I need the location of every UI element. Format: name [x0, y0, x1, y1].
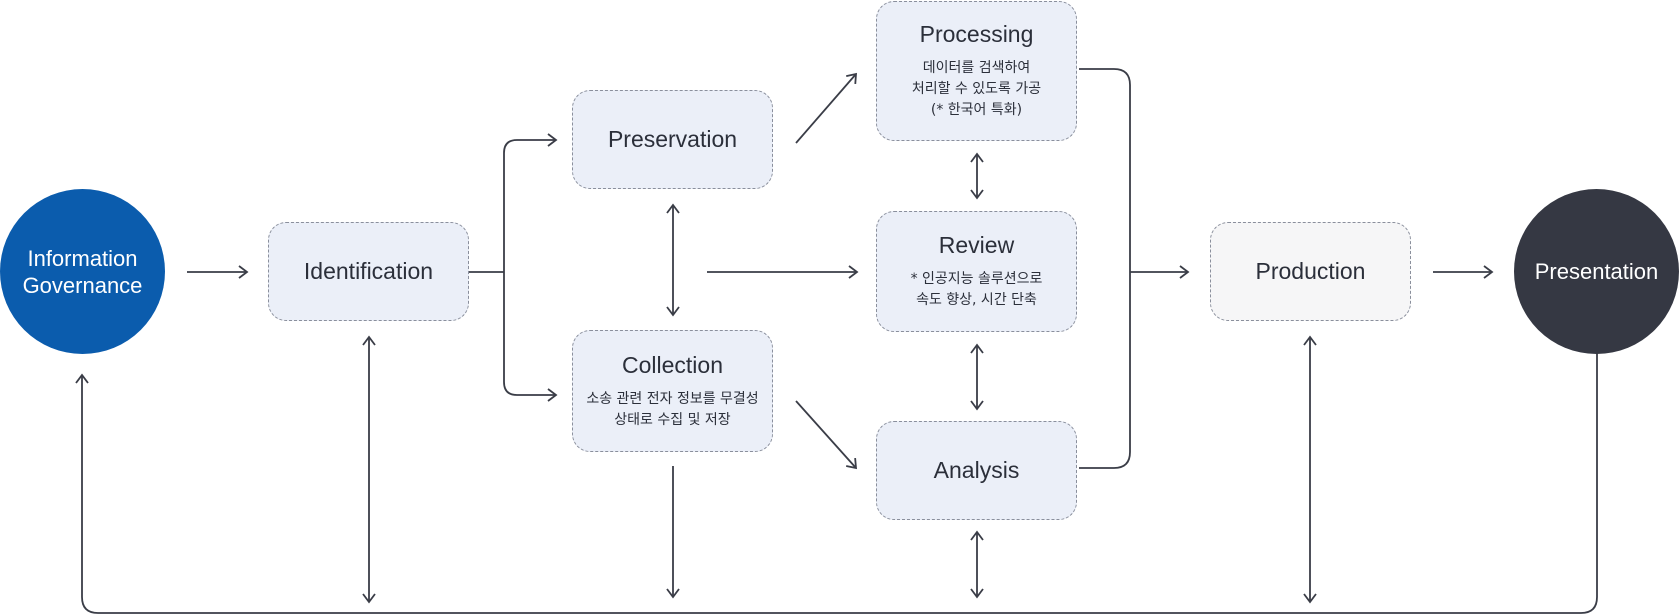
processing-desc-line: (* 한국어 특화) — [930, 102, 1023, 118]
review-desc: * 인공지능 솔루션으로 속도 향상, 시간 단축 — [911, 269, 1043, 311]
analysis-title: Analysis — [933, 457, 1020, 483]
collection-desc: 소송 관련 전자 정보를 무결성 상태로 수집 및 저장 — [586, 389, 758, 431]
collection-box: Collection 소송 관련 전자 정보를 무결성 상태로 수집 및 저장 — [572, 330, 773, 452]
review-box: Review * 인공지능 솔루션으로 속도 향상, 시간 단축 — [876, 211, 1077, 332]
line-feedback-loop — [75, 353, 1598, 614]
presentation-title: Presentation — [1534, 259, 1659, 284]
review-title: Review — [938, 232, 1015, 258]
governance-line2: Governance — [22, 272, 143, 298]
arrow-to-preservation — [503, 133, 558, 272]
processing-desc: 데이터를 검색하여 처리할 수 있도록 가공 (* 한국어 특화) — [912, 58, 1041, 121]
arrow-to-collection — [503, 272, 558, 402]
collection-desc-line: 소송 관련 전자 정보를 무결성 — [586, 390, 759, 407]
presentation-circle: Presentation — [1514, 189, 1679, 354]
governance-circle: Information Governance — [0, 189, 165, 354]
analysis-box: Analysis — [876, 421, 1077, 520]
collection-title: Collection — [622, 351, 723, 378]
collection-desc-line: 상태로 수집 및 저장 — [614, 411, 731, 428]
arrow-preservation-processing — [795, 72, 857, 144]
preservation-title: Preservation — [607, 126, 738, 152]
line-right-bracket — [1079, 68, 1131, 469]
production-title: Production — [1255, 258, 1366, 284]
preservation-box: Preservation — [572, 90, 773, 189]
processing-desc-line: 처리할 수 있도록 가공 — [911, 81, 1042, 97]
identification-title: Identification — [303, 258, 434, 284]
processing-title: Processing — [919, 21, 1034, 47]
processing-box: Processing 데이터를 검색하여 처리할 수 있도록 가공 (* 한국어… — [876, 1, 1077, 141]
review-desc-line: 속도 향상, 시간 단축 — [916, 292, 1037, 308]
processing-desc-line: 데이터를 검색하여 — [922, 60, 1031, 76]
identification-box: Identification — [268, 222, 469, 321]
governance-line1: Information — [27, 245, 138, 271]
production-box: Production — [1210, 222, 1411, 321]
arrow-collection-analysis — [795, 400, 858, 470]
review-desc-line: * 인공지능 솔루션으로 — [910, 271, 1043, 287]
